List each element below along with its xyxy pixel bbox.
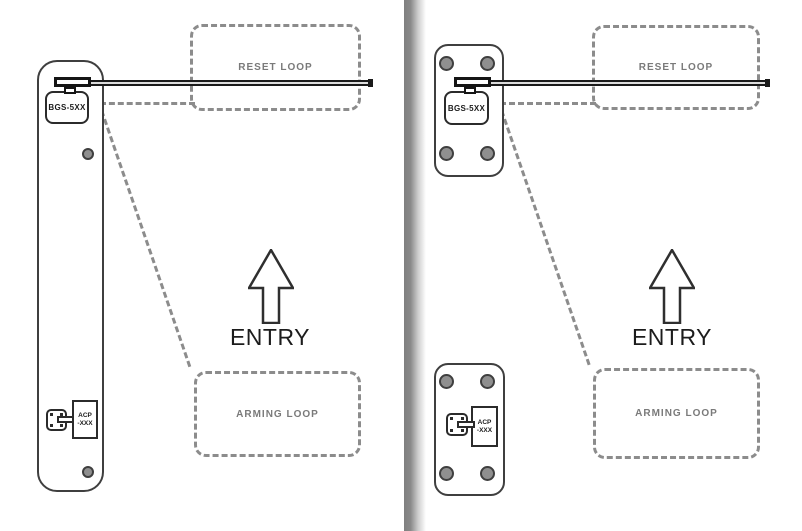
- junction-corner-mark: [461, 417, 464, 420]
- barrier-arm-bracket: [454, 77, 491, 87]
- barrier-arm: [458, 80, 770, 86]
- arming-loop-zone: ARMING LOOP: [593, 368, 760, 459]
- reset-loop-zone: RESET LOOP: [190, 24, 361, 111]
- loop-feed-line-diagonal: [500, 110, 591, 366]
- junction-corner-mark: [60, 413, 63, 416]
- plate-bolt: [439, 146, 454, 161]
- junction-corner-mark: [60, 424, 63, 427]
- plate-bolt: [439, 374, 454, 389]
- reader-connector: [57, 416, 74, 423]
- reset-loop-label: RESET LOOP: [238, 62, 313, 73]
- loop-feed-line-horizontal: [500, 102, 596, 105]
- plate-bolt: [480, 146, 495, 161]
- barrier-gate-model-label: BGS-5XX: [447, 103, 486, 113]
- plate-bolt: [439, 56, 454, 71]
- arming-loop-zone: ARMING LOOP: [194, 371, 361, 457]
- acp-label-line1: ACP: [477, 419, 492, 427]
- entry-direction-arrow: [248, 249, 294, 324]
- reset-loop-zone: RESET LOOP: [592, 25, 760, 110]
- page-divider: [404, 0, 426, 531]
- reset-loop-label: RESET LOOP: [638, 62, 714, 73]
- access-control-panel: ACP -XXX: [72, 400, 98, 439]
- acp-label-line1: ACP: [78, 412, 92, 420]
- entry-label: ENTRY: [631, 324, 713, 350]
- entry-direction-arrow: [649, 249, 695, 324]
- loop-feed-line-horizontal: [100, 102, 195, 105]
- plate-bolt: [480, 56, 495, 71]
- acp-label-line2: -XXX: [476, 426, 493, 434]
- junction-corner-mark: [461, 429, 464, 432]
- reader-connector: [457, 421, 475, 428]
- loop-feed-line-diagonal: [100, 110, 192, 368]
- plate-bolt: [480, 466, 495, 481]
- entry-label: ENTRY: [229, 324, 311, 350]
- arming-loop-label: ARMING LOOP: [236, 408, 319, 420]
- barrier-pivot: [464, 87, 476, 94]
- cabinet-mount-dot-top: [82, 148, 94, 160]
- barrier-pivot: [64, 87, 76, 94]
- barrier-arm-tip: [765, 79, 770, 87]
- junction-corner-mark: [450, 429, 453, 432]
- barrier-gate-model-label: BGS-5XX: [48, 103, 86, 112]
- plate-bolt: [480, 374, 495, 389]
- acp-label-line2: -XXX: [77, 419, 93, 427]
- plate-bolt: [439, 466, 454, 481]
- barrier-gate-unit: BGS-5XX: [444, 91, 489, 125]
- junction-corner-mark: [450, 417, 453, 420]
- barrier-arm-tip: [368, 79, 373, 87]
- barrier-arm: [58, 80, 373, 86]
- barrier-gate-unit: BGS-5XX: [45, 91, 89, 124]
- access-control-panel: ACP -XXX: [471, 406, 498, 447]
- junction-corner-mark: [50, 424, 53, 427]
- cabinet-mount-dot-bottom: [82, 466, 94, 478]
- barrier-arm-bracket: [54, 77, 91, 87]
- arming-loop-label: ARMING LOOP: [635, 408, 718, 419]
- junction-corner-mark: [50, 413, 53, 416]
